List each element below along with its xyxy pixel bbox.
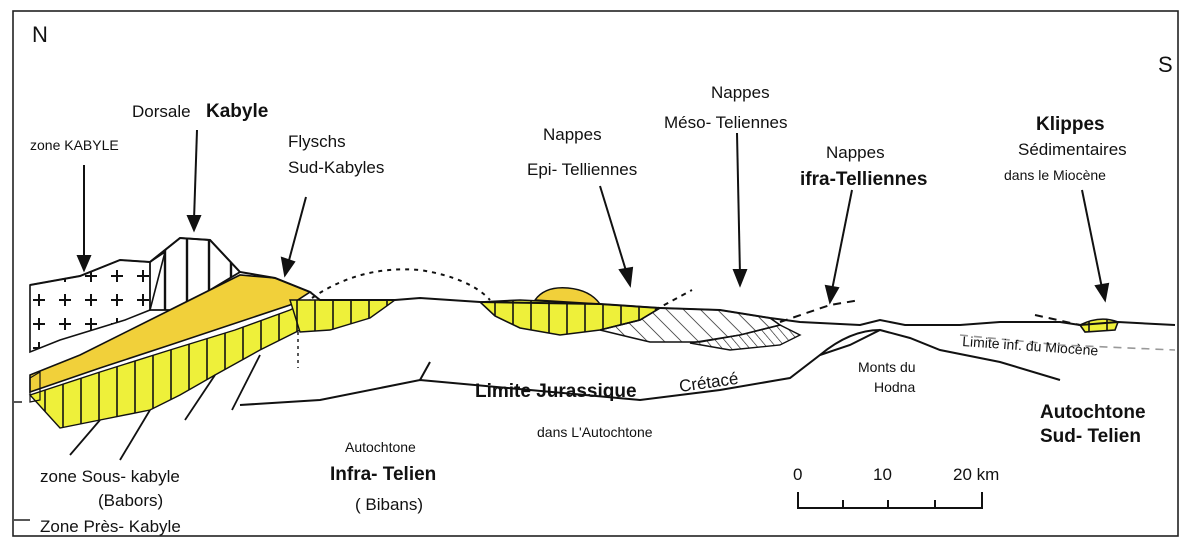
label-nappes-epi-2: Epi- Telliennes bbox=[527, 160, 637, 179]
label-zone-pres-kabyle: Zone Près- Kabyle bbox=[40, 517, 181, 536]
label-klippes-1: Klippes bbox=[1036, 114, 1105, 135]
label-autochtone-infra-1: Autochtone bbox=[345, 439, 416, 455]
label-dorsale-2: Kabyle bbox=[206, 101, 268, 122]
label-monts-hodna-1: Monts du bbox=[858, 359, 916, 375]
label-nappes-infra-1: Nappes bbox=[826, 143, 885, 162]
scale-tick-10: 10 bbox=[873, 465, 892, 484]
label-dorsale-1: Dorsale bbox=[132, 102, 191, 121]
label-dans-autochtone: dans L'Autochtone bbox=[537, 424, 653, 440]
label-klippes-3: dans le Miocène bbox=[1004, 167, 1106, 183]
label-nappes-epi-1: Nappes bbox=[543, 125, 602, 144]
label-nappes-meso-1: Nappes bbox=[711, 83, 770, 102]
label-autochtone-infra-2: Infra- Telien bbox=[330, 464, 436, 485]
label-zone-kabyle: zone KABYLE bbox=[30, 137, 119, 153]
south-label: S bbox=[1158, 52, 1173, 77]
label-flyschs-1: Flyschs bbox=[288, 132, 346, 151]
west-edge-block bbox=[30, 372, 40, 402]
label-autochtone-sud-2: Sud- Telien bbox=[1040, 426, 1141, 447]
label-klippes-2: Sédimentaires bbox=[1018, 140, 1127, 159]
label-autochtone-sud-1: Autochtone bbox=[1040, 402, 1146, 423]
label-zone-sous-kabyle-1: zone Sous- kabyle bbox=[40, 467, 180, 486]
label-autochtone-infra-3: ( Bibans) bbox=[355, 495, 423, 514]
label-zone-sous-kabyle-2: (Babors) bbox=[98, 491, 163, 510]
label-flyschs-2: Sud-Kabyles bbox=[288, 158, 384, 177]
label-nappes-meso-2: Méso- Teliennes bbox=[664, 113, 787, 132]
north-label: N bbox=[32, 22, 48, 47]
scale-tick-20: 20 km bbox=[953, 465, 999, 484]
scale-tick-0: 0 bbox=[793, 465, 802, 484]
label-nappes-infra-2: ifra-Telliennes bbox=[800, 169, 927, 190]
label-limite-jurassique: Limite Jurassique bbox=[475, 381, 637, 402]
label-monts-hodna-2: Hodna bbox=[874, 379, 915, 395]
